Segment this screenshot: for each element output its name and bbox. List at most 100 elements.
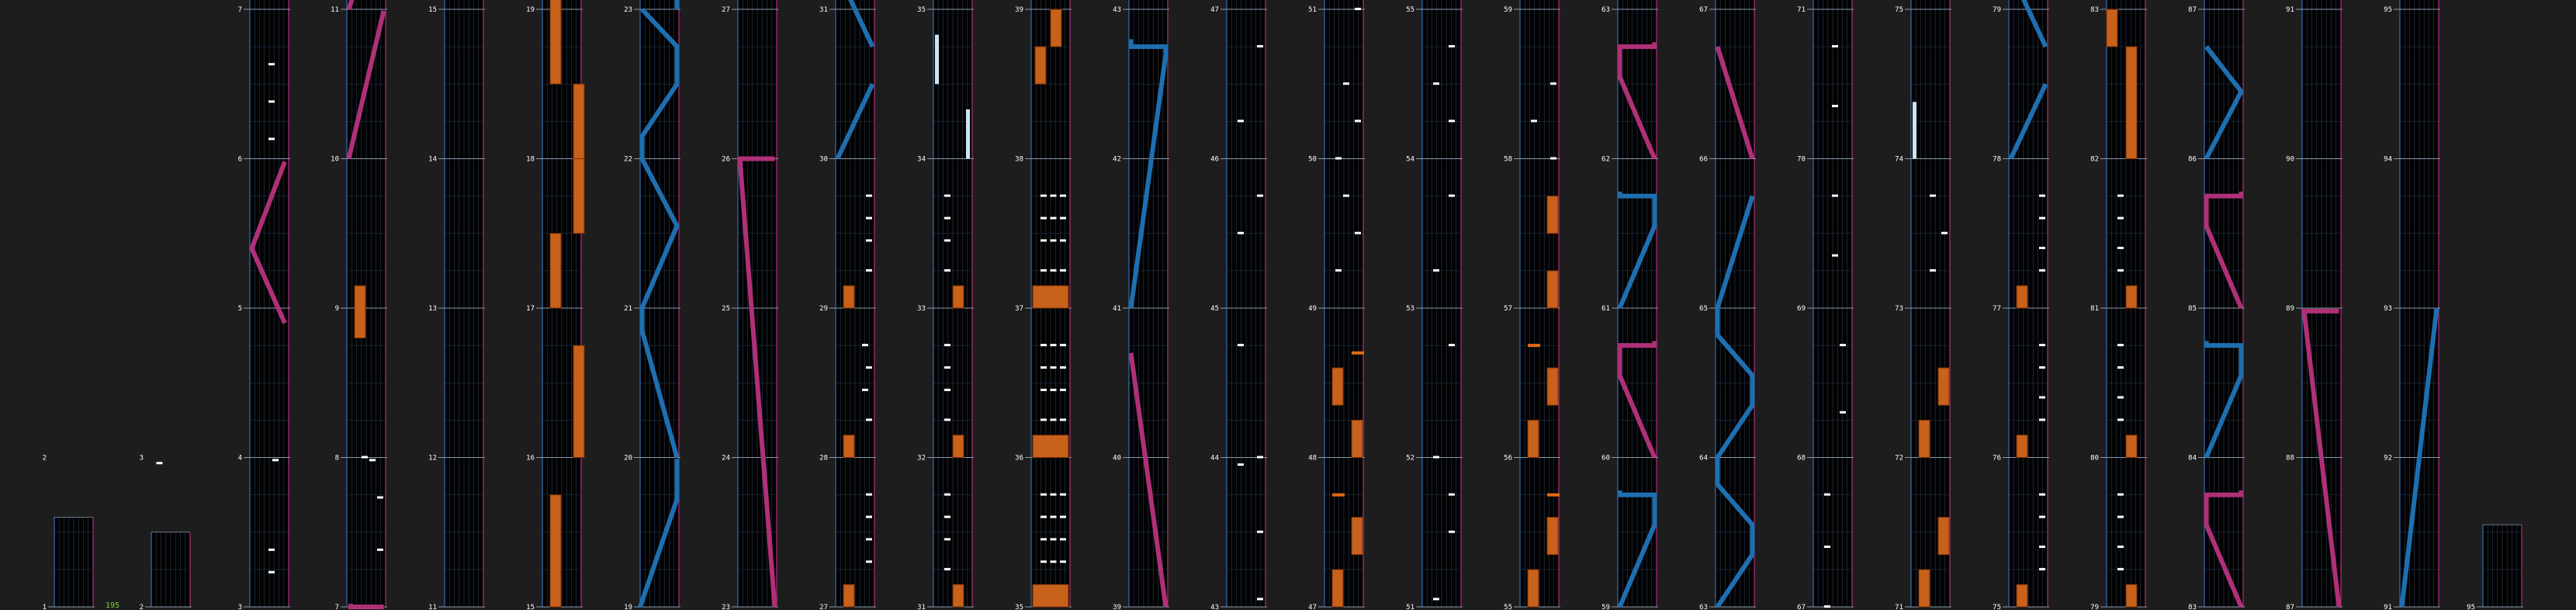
tap-note bbox=[1060, 388, 1066, 391]
measure-number: 16 bbox=[526, 455, 535, 463]
tap-note bbox=[1050, 515, 1057, 518]
tap-note bbox=[1040, 493, 1047, 496]
tap-note bbox=[1355, 231, 1361, 234]
measure-number: 39 bbox=[1015, 6, 1023, 14]
notes-group bbox=[156, 462, 163, 465]
scratch-line-right bbox=[1617, 341, 1657, 459]
measure-number: 59 bbox=[1601, 604, 1610, 610]
tap-note bbox=[1824, 493, 1830, 496]
measure-number: 32 bbox=[917, 455, 926, 463]
measure-number: 81 bbox=[2090, 305, 2099, 313]
tap-note bbox=[1040, 418, 1047, 421]
measure-number: 47 bbox=[1210, 6, 1219, 14]
lane-column: 95 bbox=[2467, 524, 2523, 610]
measure-number: 35 bbox=[1015, 604, 1023, 610]
tap-note bbox=[1930, 194, 1936, 197]
notes-group bbox=[835, 0, 875, 608]
measure-number: 78 bbox=[1993, 156, 2001, 164]
measure-number: 62 bbox=[1601, 156, 1610, 164]
tap-note bbox=[944, 194, 950, 197]
tap-note bbox=[1040, 388, 1047, 391]
measure-number: 91 bbox=[2286, 6, 2294, 14]
tap-note bbox=[866, 560, 872, 563]
notes-group bbox=[2301, 308, 2342, 608]
tap-note bbox=[1840, 411, 1846, 414]
measure-number: 49 bbox=[1308, 305, 1317, 313]
tap-note bbox=[1449, 493, 1455, 496]
long-note bbox=[1331, 367, 1344, 406]
tap-note bbox=[2039, 396, 2045, 399]
tap-note bbox=[1050, 217, 1057, 220]
measure-number: 92 bbox=[2384, 455, 2392, 463]
long-note bbox=[843, 435, 855, 458]
measure-number: 70 bbox=[1797, 156, 1806, 164]
long-note bbox=[1918, 419, 1930, 458]
measure-number: 63 bbox=[1699, 604, 1708, 610]
tap-note bbox=[2117, 567, 2124, 570]
notes-group bbox=[1238, 45, 1263, 601]
measure-number: 3 bbox=[238, 604, 242, 610]
measure-number: 19 bbox=[526, 6, 535, 14]
measure-number: 20 bbox=[624, 455, 632, 463]
tap-note bbox=[2039, 493, 2045, 496]
measure-number: 53 bbox=[1406, 305, 1414, 313]
measure-number: 43 bbox=[1113, 6, 1121, 14]
tap-note bbox=[1040, 560, 1047, 563]
tap-note bbox=[1040, 239, 1047, 242]
long-note bbox=[1937, 517, 1950, 556]
long-note bbox=[1937, 367, 1950, 406]
long-note bbox=[354, 285, 366, 338]
long-note bbox=[1546, 270, 1559, 309]
tap-note bbox=[1050, 366, 1057, 369]
tap-note bbox=[1050, 388, 1057, 391]
tap-note bbox=[2117, 344, 2124, 347]
measure-number: 90 bbox=[2286, 156, 2294, 164]
measure-number: 38 bbox=[1015, 156, 1023, 164]
tap-note bbox=[1257, 456, 1263, 459]
tap-note bbox=[1060, 239, 1066, 242]
tap-note bbox=[944, 366, 950, 369]
tap-note bbox=[944, 567, 950, 570]
tap-note bbox=[1040, 515, 1047, 518]
long-note bbox=[573, 83, 585, 159]
tap-note bbox=[1343, 194, 1349, 197]
measure-number: 2 bbox=[140, 604, 144, 610]
tap-note bbox=[1040, 269, 1047, 272]
long-note bbox=[2125, 435, 2138, 458]
tap-note bbox=[2117, 269, 2124, 272]
scratch-line-left bbox=[639, 7, 680, 159]
measure-number: 41 bbox=[1113, 305, 1121, 313]
tap-note bbox=[866, 493, 872, 496]
tap-note bbox=[944, 418, 950, 421]
hold-bar bbox=[966, 109, 970, 159]
tap-note bbox=[1060, 344, 1066, 347]
measure-number: 29 bbox=[819, 305, 828, 313]
tap-note bbox=[944, 269, 950, 272]
notes-group bbox=[1824, 45, 1846, 608]
long-note bbox=[2016, 285, 2028, 309]
measure-number: 37 bbox=[1015, 305, 1023, 313]
tap-note bbox=[1060, 269, 1066, 272]
measure-number: 21 bbox=[624, 305, 632, 313]
long-note bbox=[1050, 9, 1062, 47]
measure-number: 31 bbox=[917, 604, 926, 610]
long-note bbox=[1527, 419, 1539, 458]
tap-note bbox=[1832, 105, 1838, 108]
scratch-line-left bbox=[1715, 195, 1755, 309]
long-note bbox=[1546, 367, 1559, 406]
tap-note bbox=[1355, 120, 1361, 123]
notes-group bbox=[249, 63, 287, 574]
tap-note bbox=[1433, 82, 1439, 85]
tap-note bbox=[1335, 157, 1342, 160]
